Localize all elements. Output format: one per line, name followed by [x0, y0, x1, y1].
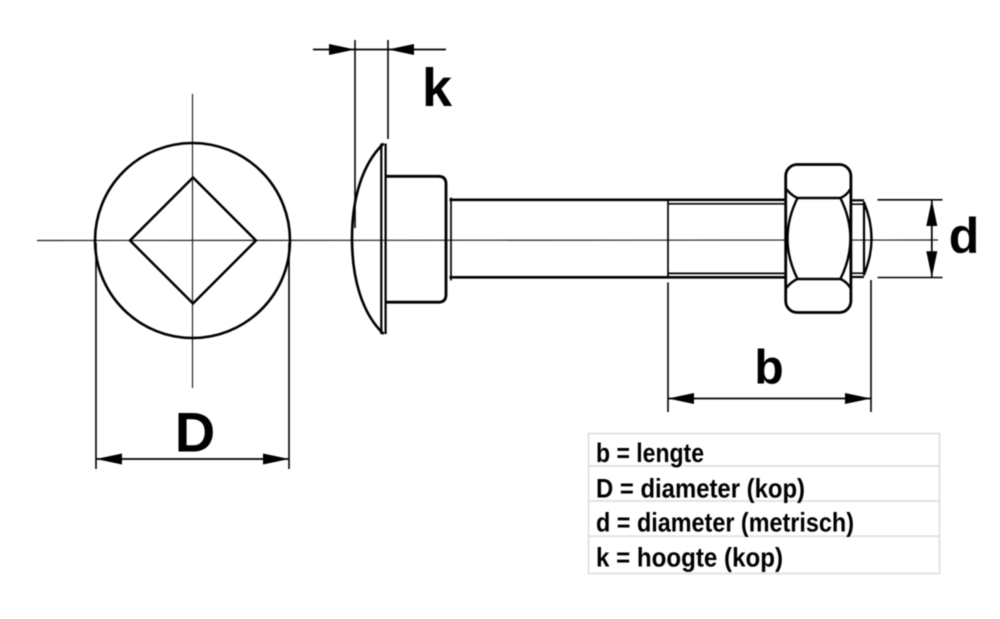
- svg-text:b = lengte: b = lengte: [596, 438, 704, 468]
- svg-text:d = diameter (metrisch): d = diameter (metrisch): [596, 508, 854, 538]
- svg-text:b: b: [754, 342, 783, 395]
- svg-text:D = diameter (kop): D = diameter (kop): [596, 474, 805, 504]
- svg-text:d: d: [949, 208, 980, 264]
- svg-text:k: k: [422, 58, 453, 118]
- svg-text:D: D: [175, 401, 215, 464]
- svg-text:k = hoogte (kop): k = hoogte (kop): [596, 543, 783, 573]
